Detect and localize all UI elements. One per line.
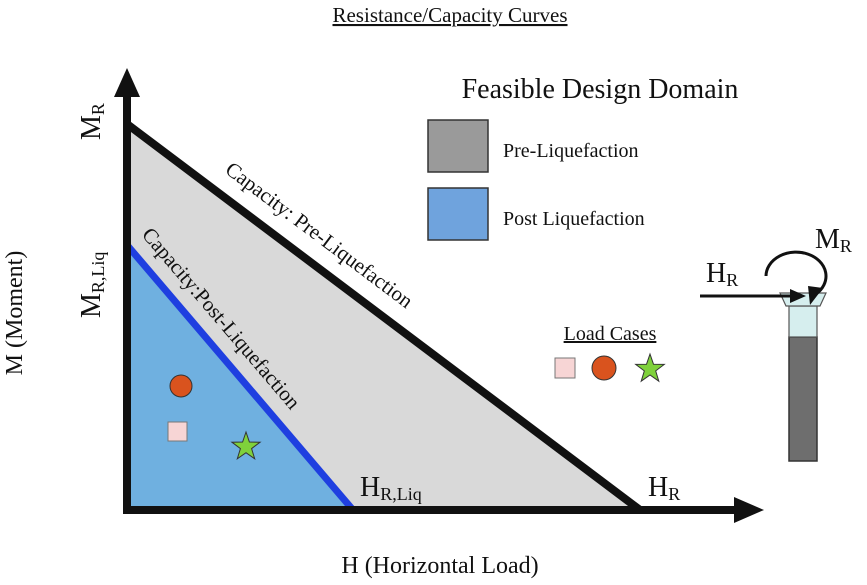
- y-axis-mr-label: MR: [76, 103, 108, 140]
- load-case-star-icon: [634, 352, 666, 383]
- moment-arc: [764, 250, 828, 296]
- legend-swatch-pre: [427, 119, 489, 173]
- legend-label-post: Post Liquefaction: [503, 208, 645, 230]
- pile-shaft: [788, 336, 818, 462]
- pre-liquefaction-capacity-line: [123, 120, 644, 514]
- load-point-star-icon: [230, 430, 262, 461]
- x-axis-arrow-icon: [734, 497, 764, 523]
- y-axis-mr-liq-label: MR,Liq: [76, 252, 108, 318]
- x-axis-hr-label: HR: [648, 472, 680, 504]
- pile-upper: [788, 305, 818, 338]
- y-axis-arrow-icon: [114, 68, 140, 97]
- legend-label-pre: Pre-Liquefaction: [503, 140, 639, 162]
- x-axis-title: H (Horizontal Load): [341, 553, 538, 579]
- post-liquefaction-capacity-line: [124, 242, 356, 513]
- legend-heading: Feasible Design Domain: [462, 74, 739, 105]
- pile-schematic: MR HR: [700, 224, 852, 462]
- pile-moment-label: MR: [815, 224, 852, 256]
- horizontal-force-arrow-icon: [790, 289, 806, 303]
- x-axis-hr-liq-label: HR,Liq: [360, 472, 422, 504]
- y-axis-title: M (Moment): [2, 251, 28, 376]
- legend-swatch-post: [427, 187, 489, 241]
- moment-arrow-icon: [808, 286, 823, 305]
- load-point-circle-icon: [169, 374, 193, 398]
- load-point-square-icon: [167, 421, 188, 442]
- load-case-square-icon: [554, 357, 576, 379]
- load-case-circle-icon: [591, 355, 617, 381]
- pile-force-label: HR: [706, 258, 738, 290]
- load-cases-heading: Load Cases: [564, 323, 657, 345]
- diagram-title: Resistance/Capacity Curves: [332, 3, 567, 27]
